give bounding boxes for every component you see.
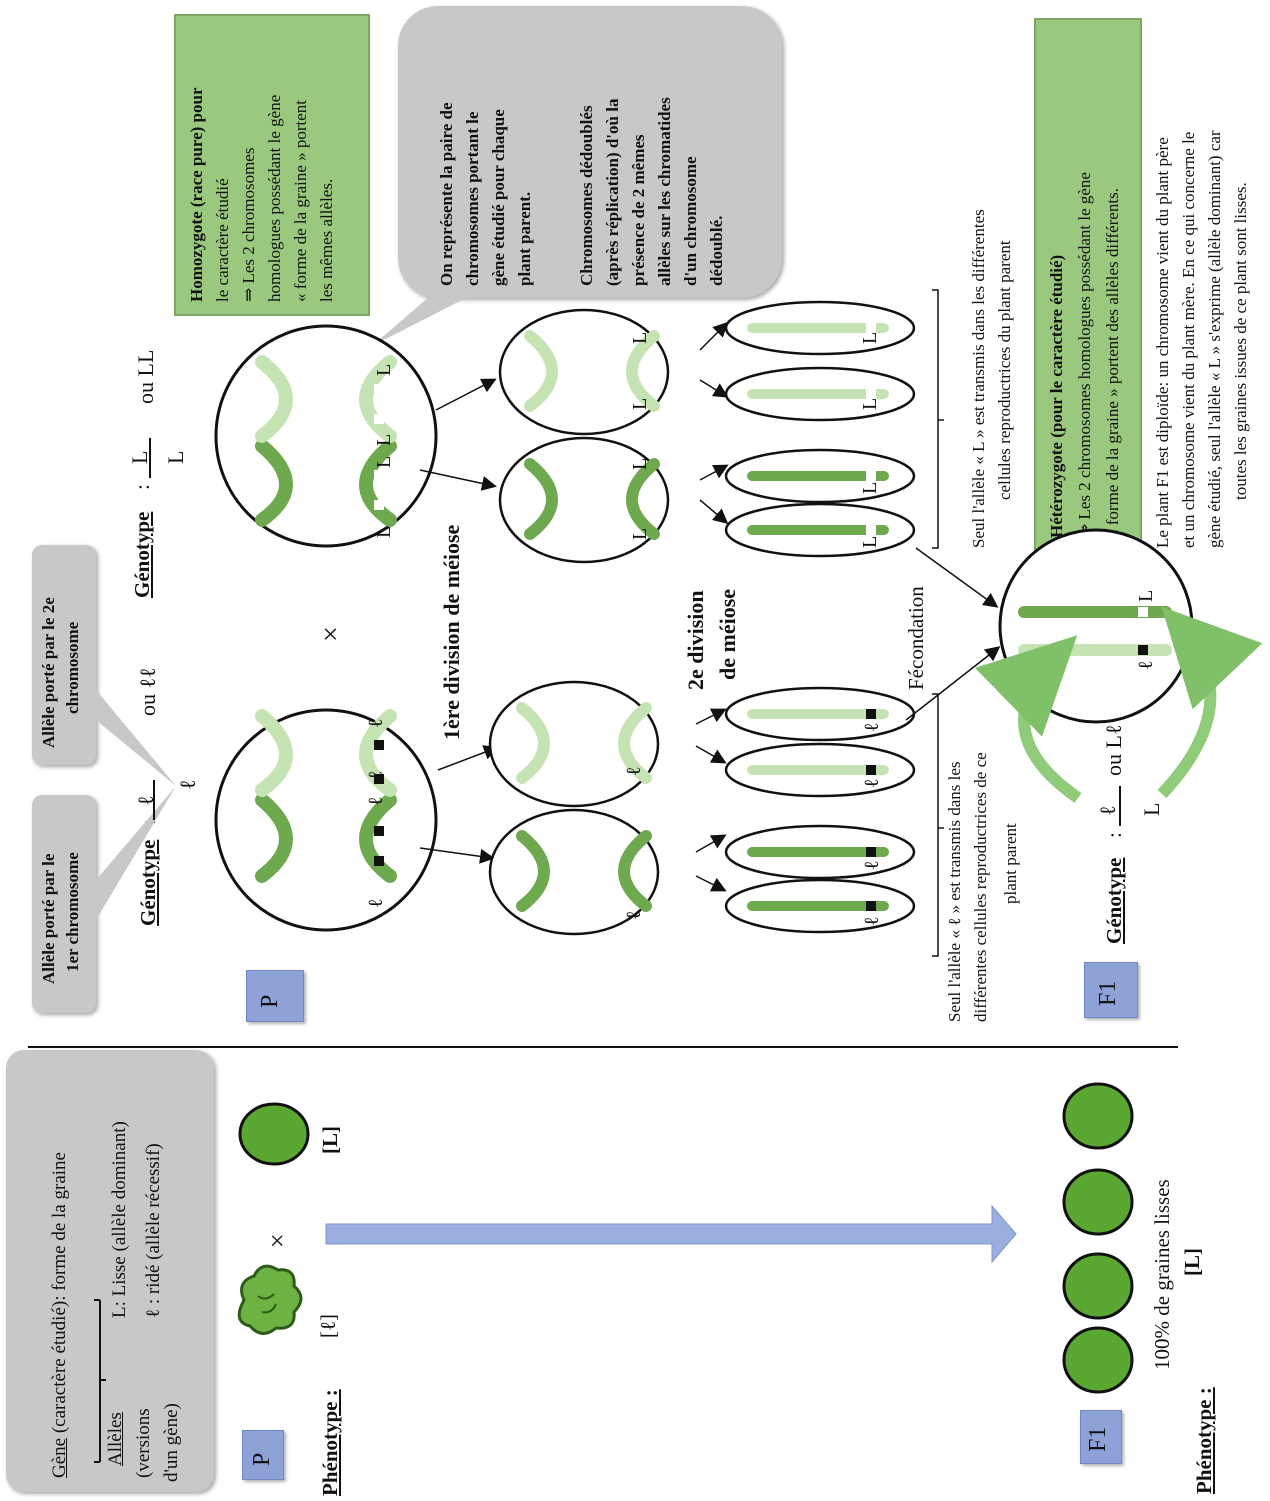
allele-label: ℓ (623, 910, 645, 920)
f1-seed-4 (1062, 1082, 1134, 1150)
allele-label: ℓ (861, 722, 883, 732)
smooth-seed-icon (238, 1102, 310, 1166)
allele-label: L (629, 398, 651, 410)
allele-label: ℓ (365, 796, 387, 806)
brace-l (932, 693, 944, 957)
homozygote-box (174, 14, 370, 316)
allele-label: L (629, 528, 651, 540)
allele-label: ℓ (365, 898, 387, 908)
f1-seed-3 (1062, 1168, 1134, 1236)
allele-label: ℓ (1135, 660, 1157, 670)
chromosome-LL-light (255, 355, 397, 443)
p-tag-right (246, 970, 304, 1022)
allele-label: L (859, 482, 881, 494)
allele-label: L (373, 456, 395, 468)
definitions-brace (94, 1299, 106, 1463)
allele-label: ℓ (861, 860, 883, 870)
allele-label: L (373, 434, 395, 446)
heterozygote-box (1034, 18, 1142, 552)
allele-label: L (859, 536, 881, 548)
green-arrow-top (1157, 606, 1263, 799)
definitions-box (6, 1050, 214, 1492)
allele-label: ℓ (365, 718, 387, 728)
divider-line (28, 1046, 1178, 1048)
cell-meiosis1-ll-b (488, 680, 660, 808)
callout-second-chromosome (32, 545, 96, 765)
callout-first-chromosome (32, 795, 96, 1013)
allele-label: L (373, 526, 395, 538)
offspring-arrow (325, 1204, 1017, 1264)
f1-tag-right (1084, 962, 1138, 1018)
parent-cell-right (214, 324, 438, 548)
speech-bubble (398, 6, 782, 298)
brace-L (932, 289, 944, 549)
allele-label: L (629, 458, 651, 470)
f1-seed-1 (1062, 1326, 1134, 1394)
cell-meiosis1-LL-a (498, 436, 670, 564)
allele-label: L (859, 398, 881, 410)
cell-meiosis1-LL-b (498, 308, 670, 436)
wrinkled-seed-icon (237, 1264, 303, 1335)
chromosome-ll-light (255, 709, 397, 797)
allele-label: L (1135, 590, 1157, 602)
f1-seed-2 (1062, 1252, 1134, 1320)
allele-label: L (859, 332, 881, 344)
chromosome-ll-dark (255, 793, 397, 883)
allele-label: ℓ (623, 766, 645, 776)
p-tag-left (242, 1430, 284, 1480)
green-arrow-bottom (974, 635, 1082, 803)
allele-label: L (373, 364, 395, 376)
allele-label: ℓ (861, 916, 883, 926)
allele-label: ℓ (365, 770, 387, 780)
chromosome-LL-dark (255, 439, 397, 527)
allele-label: ℓ (861, 778, 883, 788)
f1-tag-left (1080, 1410, 1122, 1464)
allele-label: L (629, 332, 651, 344)
parent-cell-left (214, 708, 438, 932)
